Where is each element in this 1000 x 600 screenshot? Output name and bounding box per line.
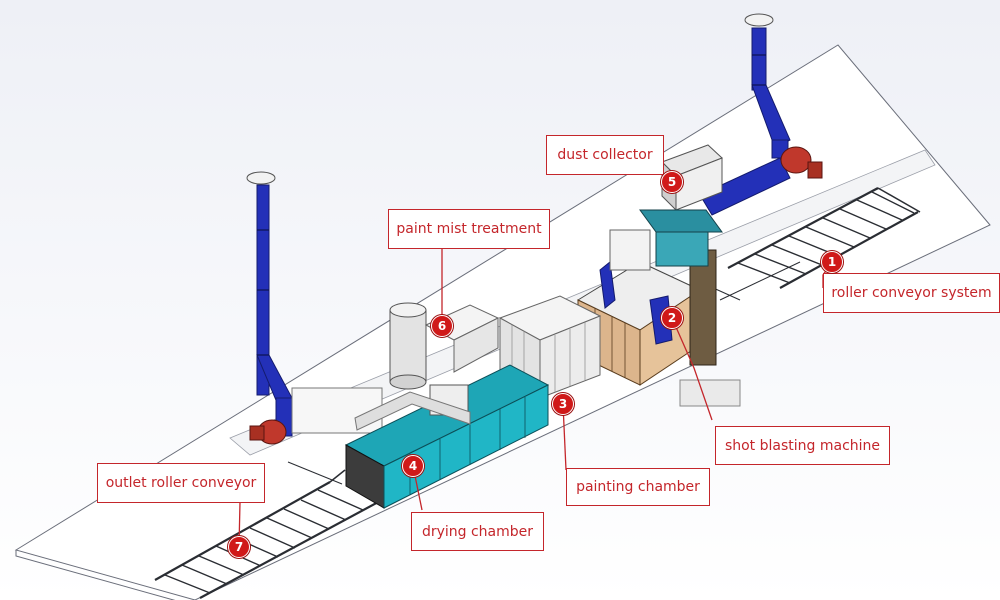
right-exhaust-fan [780, 146, 823, 179]
callout-label-outlet-roller-conveyor: outlet roller conveyor [97, 463, 265, 503]
callout-number-4: 4 [402, 455, 424, 477]
callout-label-drying-chamber: drying chamber [411, 512, 544, 551]
callout-label-shot-blasting-machine: shot blasting machine [715, 426, 890, 465]
callout-number-5: 5 [661, 171, 683, 193]
callout-number-3: 3 [552, 393, 574, 415]
inlet-roller-conveyor [699, 187, 921, 301]
callout-label-paint-mist-treatment: paint mist treatment [388, 209, 550, 249]
drying-chamber [344, 364, 550, 509]
shot-blasting-machine [576, 209, 741, 407]
callout-label-dust-collector: dust collector [546, 135, 664, 175]
callout-number-1: 1 [821, 251, 843, 273]
callout-label-painting-chamber: painting chamber [566, 468, 710, 506]
callout-number-2: 2 [661, 307, 683, 329]
callout-label-roller-conveyor-system: roller conveyor system [823, 273, 1000, 313]
callout-number-6: 6 [431, 315, 453, 337]
callout-number-7: 7 [228, 536, 250, 558]
right-exhaust-chimney [699, 13, 791, 216]
